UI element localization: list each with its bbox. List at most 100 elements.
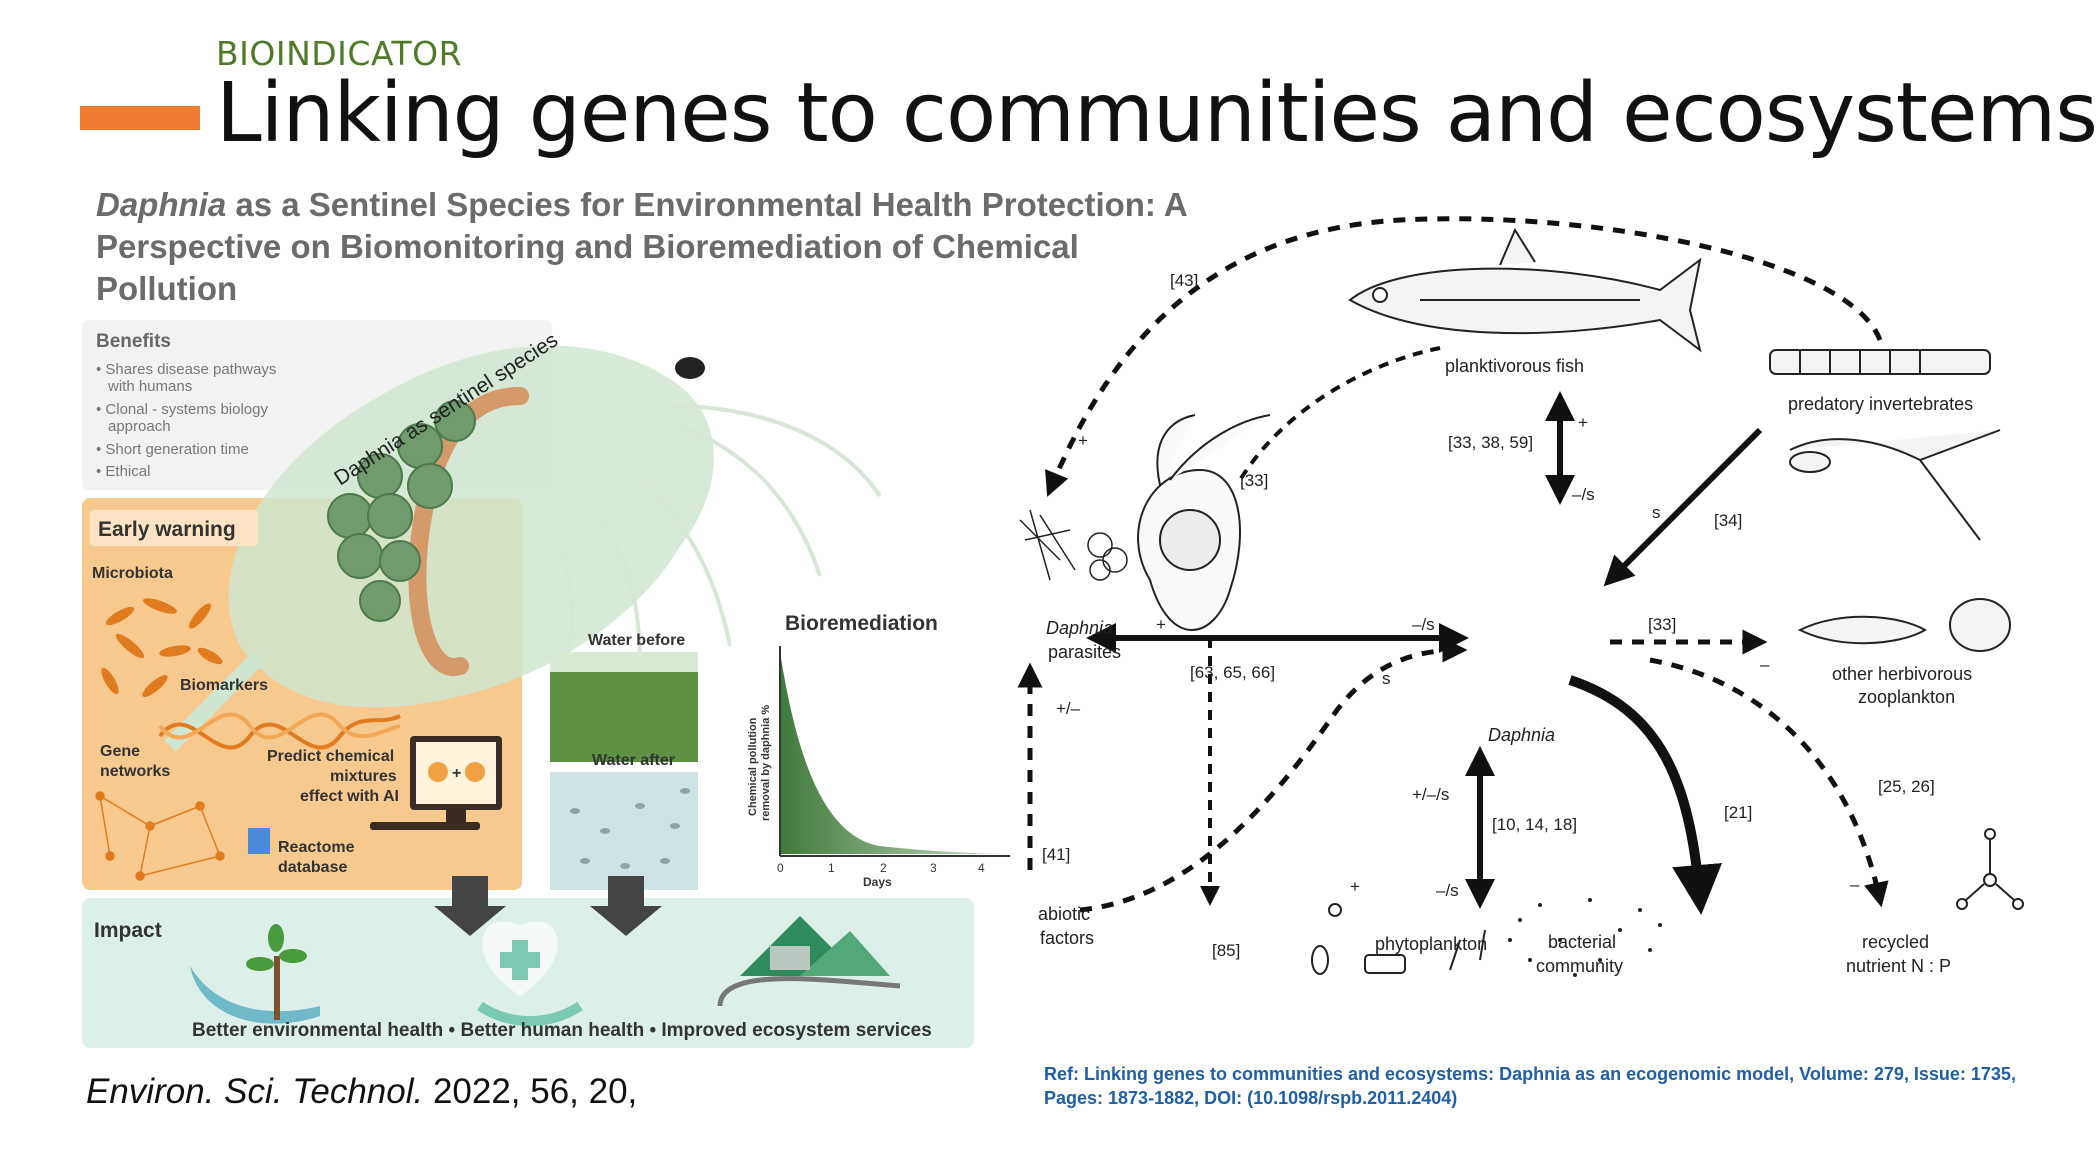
- dna-icon: [158, 714, 401, 750]
- ref-label: [43]: [1170, 271, 1198, 290]
- sign-label: +: [1578, 413, 1588, 432]
- ref-label: [10, 14, 18]: [1492, 815, 1577, 834]
- ref-label: [33]: [1648, 615, 1676, 634]
- benefit-item: • Shares disease pathways: [96, 361, 276, 378]
- arrow-down-icon: [590, 876, 662, 936]
- accent-bar: [80, 106, 200, 130]
- water-after-image: [550, 772, 698, 890]
- node-fish: planktivorous fish: [1445, 356, 1584, 376]
- x-tick: 4: [978, 861, 985, 875]
- x-tick: 3: [930, 861, 937, 875]
- reactome-label: Reactome: [278, 839, 355, 856]
- node-phytoplankton: phytoplankton: [1375, 934, 1487, 954]
- nutrient-molecule-illustration: [1956, 828, 2024, 910]
- node-nutrient: nutrient N : P: [1846, 956, 1951, 976]
- daphnia-center-illustration: [1137, 414, 1271, 631]
- removal-curve: [780, 652, 1010, 854]
- predatory-invertebrate-illustration: [1769, 349, 2001, 541]
- abiotic-daphnia-arrow: [1079, 637, 1468, 913]
- sign-label: –/s: [1412, 615, 1435, 634]
- gene-networks-label: networks: [100, 763, 170, 780]
- daphnia-nutrient-arrow: [1649, 657, 1889, 908]
- ecosystem-icon: [717, 916, 901, 1007]
- bacterial-community-illustration: [1508, 898, 1662, 977]
- ref-label: [41]: [1042, 845, 1070, 864]
- ecogenomic-diagram: planktivorous fish predatory invertebrat…: [1017, 216, 2024, 977]
- node-abiotic: abiotic: [1038, 904, 1090, 924]
- ref-label: [25, 26]: [1878, 777, 1935, 796]
- sign-label: +: [1156, 615, 1166, 634]
- sign-label: +: [1350, 877, 1360, 896]
- node-nutrient: recycled: [1862, 932, 1929, 952]
- y-axis-label: Chemical pollution: [747, 717, 759, 816]
- benefit-item: • Short generation time: [96, 441, 249, 458]
- early-warning-heading: Early warning: [98, 518, 236, 541]
- x-axis-label: Days: [863, 875, 892, 889]
- parasites-illustration: [1019, 509, 1128, 581]
- predict-label: Predict chemical: [267, 748, 394, 765]
- x-tick: 2: [880, 861, 887, 875]
- node-daphnia: Daphnia: [1488, 725, 1555, 745]
- benefit-item: • Ethical: [96, 463, 150, 480]
- node-herbivores: other herbivorous: [1832, 664, 1972, 684]
- x-tick: 0: [777, 861, 784, 875]
- reference-note: Ref: Linking genes to communities and ec…: [1044, 1064, 2016, 1108]
- microbiota-icon: [101, 598, 223, 697]
- sign-label: –: [1760, 655, 1770, 674]
- ref-label: [85]: [1212, 941, 1240, 960]
- bioremediation-heading: Bioremediation: [785, 612, 938, 635]
- sign-label: –: [1850, 875, 1860, 894]
- water-after-label: Water after: [592, 752, 675, 769]
- sign-label: +: [1078, 431, 1088, 450]
- biomarkers-label: Biomarkers: [180, 677, 268, 694]
- water-before-label: Water before: [588, 632, 685, 649]
- ref-label: [21]: [1724, 803, 1752, 822]
- paper-title-text: as a Sentinel Species for Environmental …: [96, 186, 1187, 307]
- ref-label: [63, 65, 66]: [1190, 663, 1275, 682]
- sign-label: s: [1382, 669, 1391, 688]
- gene-networks-label: Gene: [100, 743, 140, 760]
- computer-icon: +: [370, 736, 502, 830]
- predators-to-parasites-arrow: [1045, 216, 1883, 497]
- benefit-item: approach: [108, 418, 171, 435]
- node-bacteria: bacterial: [1548, 932, 1616, 952]
- node-abiotic: factors: [1040, 928, 1094, 948]
- phytoplankton-illustration: [1311, 903, 1486, 975]
- paper-title: Daphnia as a Sentinel Species for Enviro…: [96, 184, 1196, 310]
- fish-illustration: [1348, 227, 1702, 353]
- impact-caption: Better environmental health • Better hum…: [192, 1020, 932, 1041]
- reactome-icon: [248, 828, 270, 854]
- sign-label: –/s: [1436, 881, 1459, 900]
- svg-text:+: +: [452, 765, 461, 782]
- node-predators: predatory invertebrates: [1788, 394, 1973, 414]
- slide-title: Linking genes to communities and ecosyst…: [216, 66, 2097, 161]
- herbivorous-zooplankton-illustration: [1797, 598, 2011, 652]
- citation-details: 2022, 56, 20,: [423, 1072, 638, 1111]
- bioremediation-chart: Chemical pollution removal by daphnia % …: [747, 646, 1010, 889]
- sign-label: s: [1652, 503, 1661, 522]
- section-kicker: BIOINDICATOR: [216, 34, 463, 73]
- microbiota-label: Microbiota: [92, 565, 173, 582]
- ref-label: [34]: [1714, 511, 1742, 530]
- fish-to-daphnia-dashed: [1238, 346, 1441, 482]
- node-parasites: parasites: [1048, 642, 1121, 662]
- benefit-item: • Clonal - systems biology: [96, 401, 268, 418]
- health-heart-icon: [477, 921, 583, 1026]
- citation: Environ. Sci. Technol. 2022, 56, 20,: [86, 1072, 637, 1112]
- benefit-item: with humans: [107, 378, 192, 395]
- sign-label: +/–: [1056, 699, 1081, 718]
- ref-label: [33]: [1240, 471, 1268, 490]
- reactome-label: database: [278, 859, 347, 876]
- benefits-heading: Benefits: [96, 331, 171, 352]
- dna-icon: [158, 712, 401, 740]
- citation-journal: Environ. Sci. Technol.: [86, 1072, 424, 1111]
- paper-title-species: Daphnia: [96, 186, 227, 223]
- daphnia-sentinel-figure: Daphnia as sentinel species Benefits • S…: [82, 320, 1010, 1048]
- sign-label: –/s: [1572, 485, 1595, 504]
- predict-label: effect with AI: [300, 788, 399, 805]
- node-bacteria: community: [1536, 956, 1623, 976]
- node-parasites: Daphnia: [1046, 618, 1113, 638]
- predators-daphnia-arrow: [1603, 427, 1763, 587]
- node-herbivores: zooplankton: [1858, 687, 1955, 707]
- impact-heading: Impact: [94, 919, 162, 942]
